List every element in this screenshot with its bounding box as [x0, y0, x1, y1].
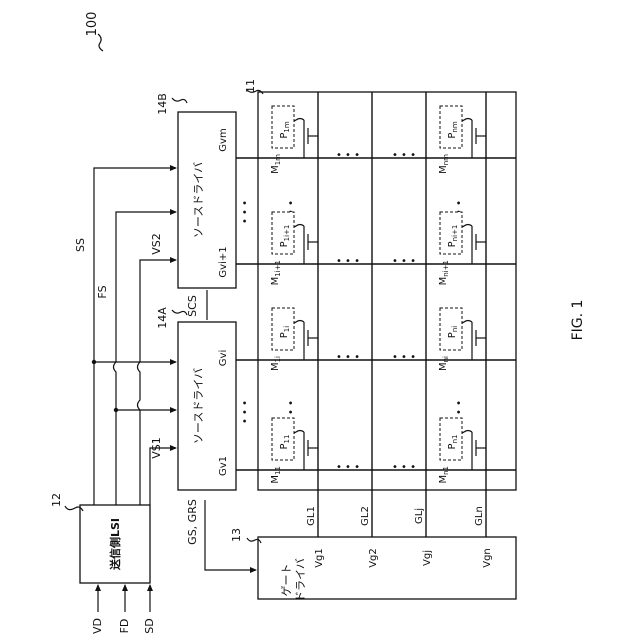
source-driver-a-ref-squiggle [172, 310, 187, 315]
ellipsis-driver-b: • • • [240, 200, 251, 224]
ss-junction [92, 360, 96, 364]
vg-label-1: Vg1 [314, 548, 325, 568]
gl-label-1: GL1 [306, 506, 317, 526]
fs-label: FS [96, 285, 109, 298]
lsi-ref: 12 [50, 493, 63, 507]
gl-label-n: GLn [474, 506, 485, 526]
ellipsis-mid-1: • • • [336, 462, 360, 473]
source-driver-b-ref-squiggle [172, 98, 187, 103]
source-driver-b-pin-last: Gvm [218, 128, 229, 151]
source-driver-a-pin-first: Gv1 [218, 456, 229, 476]
vs2-line [138, 260, 177, 505]
ellipsis-mid-4: • • • [392, 352, 416, 363]
ellipsis-mid-5: • • • [336, 256, 360, 267]
source-driver-b-ref: 14B [156, 93, 169, 115]
ellipsis-driver-a: • • • [240, 400, 251, 424]
gate-driver-label-1: ゲート [280, 564, 293, 597]
source-driver-b-pin-first: Gvi+1 [218, 246, 229, 277]
caption-text: FIG. 1 [570, 300, 586, 341]
source-driver-b-label: ソースドライバ [192, 162, 205, 238]
gate-driver-label-2: ドライバ [294, 558, 307, 602]
gl-label-2: GL2 [360, 506, 371, 526]
gate-driver-ref: 13 [230, 528, 243, 542]
input-vd: VD [91, 618, 104, 634]
input-fd: FD [118, 619, 131, 634]
source-driver-a-ref: 14A [156, 307, 169, 329]
ellipsis-mid-8: • • • [392, 150, 416, 161]
gs-grs-label: GS, GRS [186, 499, 199, 545]
scs-label: SCS [186, 295, 199, 317]
ellipsis-mid-2: • • • [392, 462, 416, 473]
fs-junction [114, 408, 118, 412]
lsi-label: 送信側LSI [108, 518, 122, 571]
ellipsis-mid-7: • • • [336, 150, 360, 161]
ellipsis-mid-6: • • • [392, 256, 416, 267]
ellipsis-mid-3: • • • [336, 352, 360, 363]
vs2-label: VS2 [150, 233, 163, 255]
input-sd: SD [143, 618, 156, 633]
pixel-panel [258, 92, 516, 490]
ss-label: SS [74, 238, 87, 252]
ref-100-text: 100 [85, 12, 100, 37]
vg-label-j: Vgj [422, 550, 433, 566]
source-driver-a-pin-last: Gvi [218, 350, 229, 366]
source-driver-a-label: ソースドライバ [192, 368, 205, 444]
vg-label-n: Vgn [482, 548, 493, 568]
fs-line-b [114, 212, 177, 505]
vg-label-2: Vg2 [368, 548, 379, 568]
ss-line-b [94, 168, 176, 505]
gl-label-j: GLj [414, 508, 425, 524]
vs1-label: VS1 [150, 437, 163, 459]
